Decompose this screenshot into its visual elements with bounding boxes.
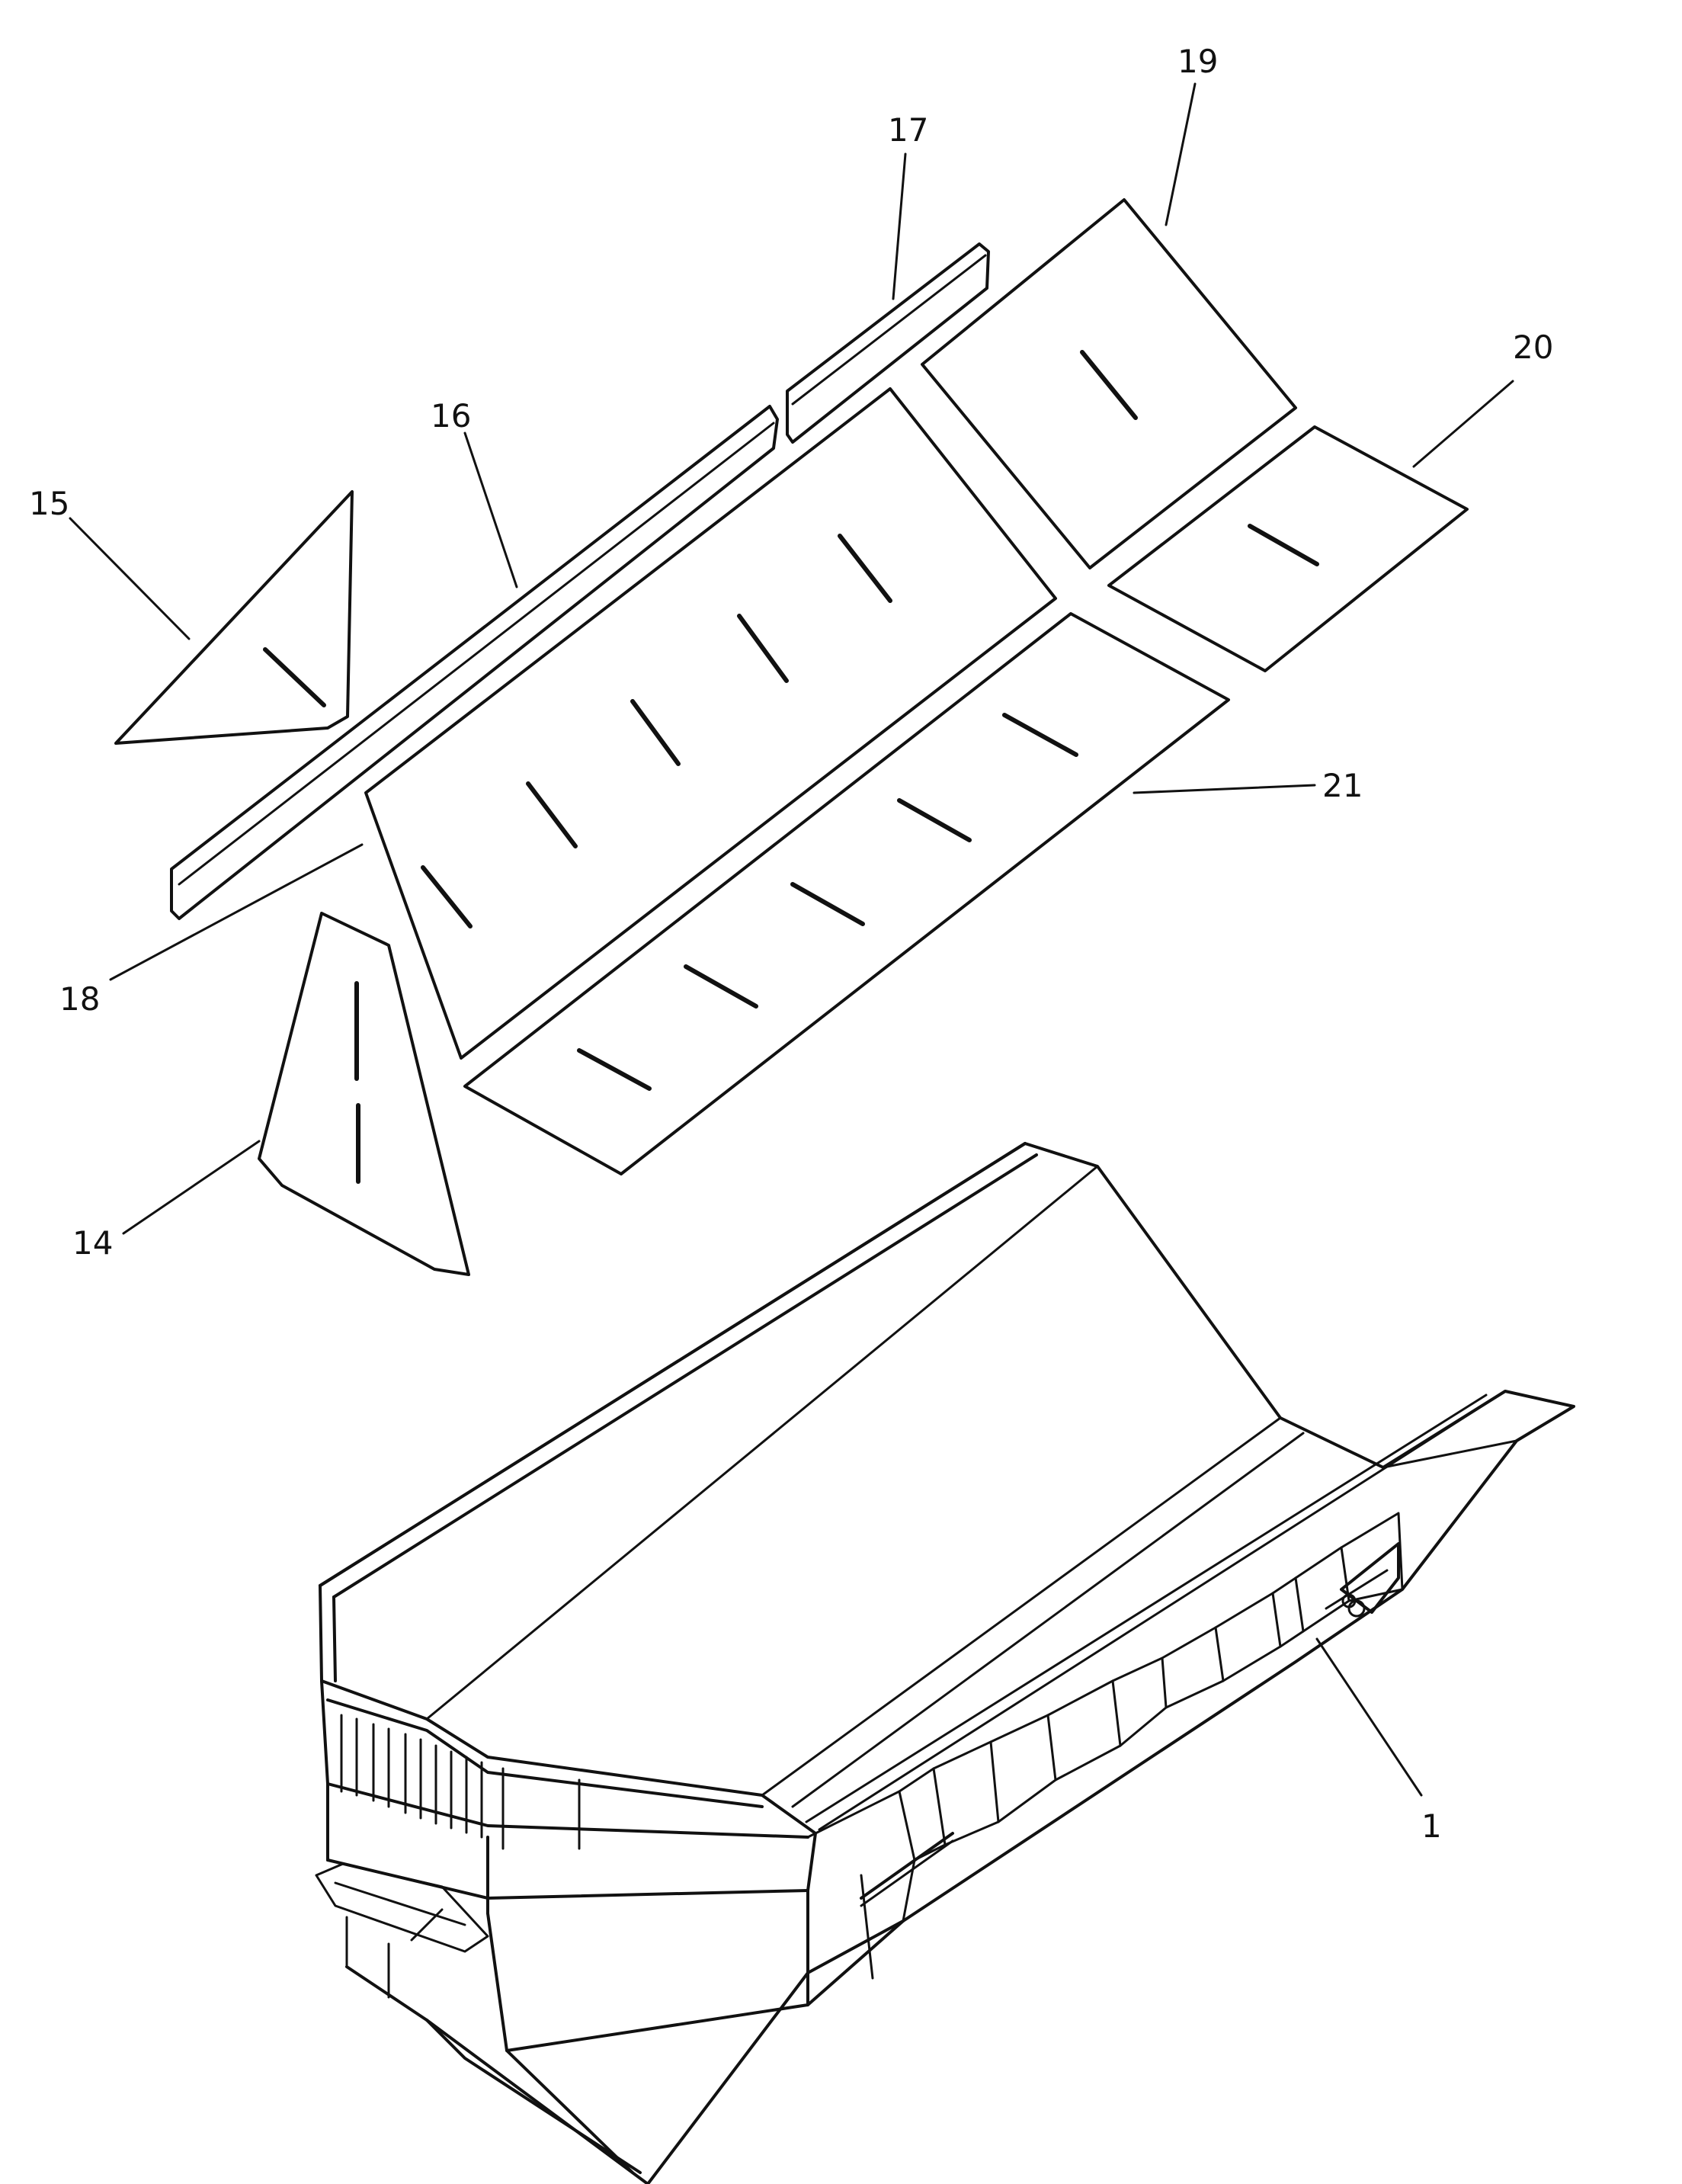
panel-17-short-rail [786,242,990,444]
leader-18 [109,843,364,981]
ref-label-21: 21 [1322,767,1363,804]
leader-20 [1412,380,1514,468]
ref-label-1: 1 [1421,1807,1442,1845]
panel-18-large-floor-liner [364,387,1057,1060]
leader-14 [122,1140,261,1235]
panel-20-rear-lower-liner [1107,425,1469,672]
panel-15-triangle-liner [114,490,354,745]
leader-lines [69,82,1514,1797]
ref-label-14: 14 [72,1224,113,1262]
leader-15 [69,517,191,640]
leader-1 [1315,1637,1423,1797]
leader-19 [1165,82,1197,226]
side-grab-handle [860,1832,954,1907]
ref-label-19: 19 [1177,43,1218,80]
leader-17 [892,152,907,300]
side-wall-panels [806,1512,1404,1980]
ref-label-18: 18 [59,980,100,1018]
panel-19-rear-upper-liner [921,198,1297,569]
rear-hinge-bracket [1325,1542,1400,1618]
panel-14-front-liner [258,912,470,1276]
panel-16-long-rail [170,405,779,920]
ref-label-16: 16 [431,397,471,435]
ref-label-17: 17 [888,111,928,149]
ref-label-20: 20 [1513,329,1553,366]
panel-21-lower-floor-liner [463,612,1230,1175]
leader-21 [1133,784,1316,794]
truck-body [315,1142,1575,2184]
leader-16 [463,431,518,588]
ref-label-15: 15 [29,485,69,522]
front-vent-slots [340,1714,581,1850]
